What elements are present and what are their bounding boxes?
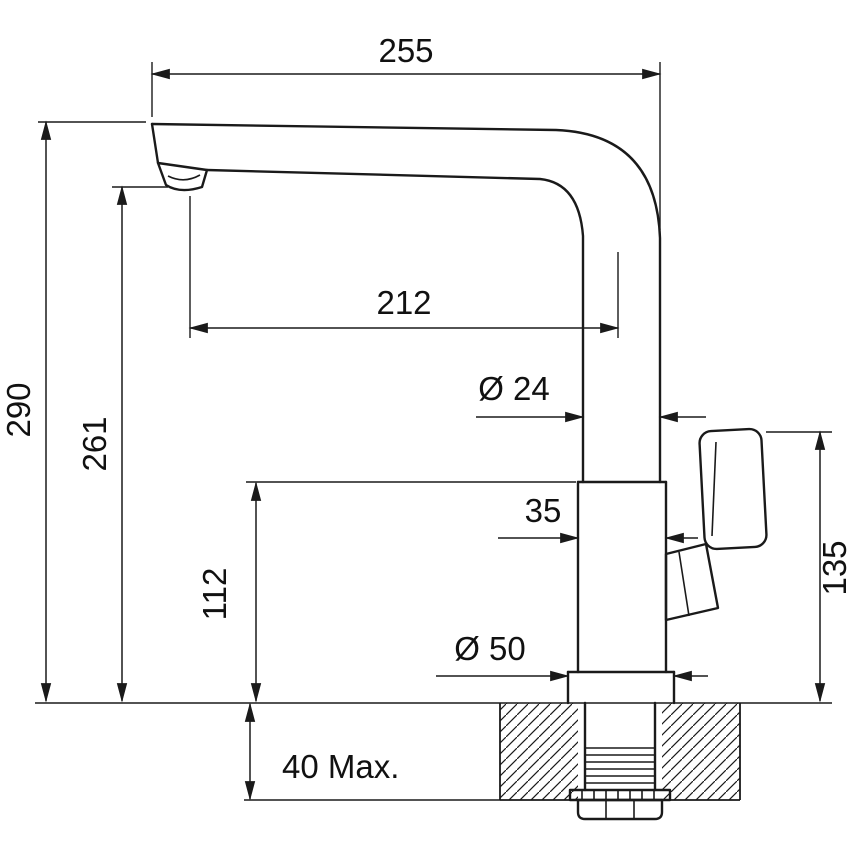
dim-overall-width: 255 (150, 32, 662, 230)
mounting-nut (576, 798, 664, 821)
dim-261-label: 261 (76, 416, 113, 471)
faucet-body (576, 480, 668, 674)
lever-head (698, 427, 768, 551)
spout-outer-edge (150, 122, 662, 484)
dim-pipe-diameter: Ø 24 (476, 370, 706, 423)
dim-spout-height: 261 (76, 185, 168, 703)
aerator-outlet (156, 161, 209, 192)
counter-hatch-left (500, 703, 578, 800)
mounting-hardware (568, 701, 672, 821)
dim-135-label: 135 (816, 540, 853, 595)
lever-inner-line (711, 441, 717, 537)
dim-d24-label: Ø 24 (478, 370, 550, 407)
dim-255-label: 255 (378, 32, 433, 69)
dim-body-height: 112 (196, 481, 576, 703)
base-flange (566, 670, 676, 705)
handle-joint (664, 542, 720, 622)
washer-serrations (581, 790, 655, 800)
dim-35-label: 35 (525, 492, 562, 529)
dim-body-width: 35 (498, 492, 698, 544)
dim-112-label: 112 (196, 568, 233, 621)
spout-inner-edge (205, 168, 585, 484)
dim-212-label: 212 (376, 284, 431, 321)
washer (568, 788, 672, 802)
dim-deck-thickness: 40 Max. (244, 702, 500, 801)
dim-handle-height: 135 (766, 430, 853, 703)
dim-overall-height: 290 (0, 120, 146, 703)
counter-hatch-right (662, 703, 740, 800)
shank-threads (586, 747, 654, 784)
faucet-outline (150, 122, 768, 705)
dim-spout-reach: 212 (188, 196, 620, 338)
dim-290-label: 290 (0, 382, 37, 437)
countertop-section (35, 701, 832, 821)
joint-inner-line (678, 551, 690, 617)
dim-d50-label: Ø 50 (454, 630, 526, 667)
handle-lever (664, 427, 768, 622)
dim-base-diameter: Ø 50 (436, 630, 708, 682)
aerator-screen-line (167, 174, 201, 181)
spout-tip-face (150, 122, 160, 165)
dim-40-label: 40 Max. (282, 748, 399, 785)
